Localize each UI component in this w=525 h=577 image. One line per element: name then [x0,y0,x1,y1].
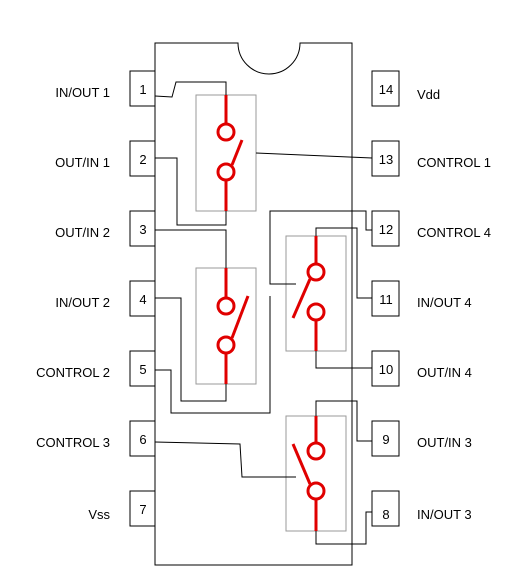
pin-box-6 [129,420,156,457]
pin-number: 14 [379,82,393,97]
wire-control1 [255,152,373,159]
pin-label: IN/OUT 4 [417,295,472,310]
wire-control4 [269,210,372,285]
wire-control3 [154,441,296,478]
left-pin-numbers: 1 2 3 4 5 6 7 [139,82,146,517]
wire-outin3 [315,400,372,442]
pin-box-10 [371,350,400,387]
pin-number: 3 [139,222,146,237]
pin-number: 2 [139,152,146,167]
switch-4-symbol [291,236,326,351]
wire-pin4 [155,297,227,402]
wire-pin3 [155,229,227,268]
pin-number: 8 [382,507,389,522]
wire-pin1 [154,81,227,98]
left-pin-boxes [129,70,156,527]
pin-box-7 [129,490,156,527]
pin-number: 10 [379,362,393,377]
pin-label: OUT/IN 4 [417,365,472,380]
pin-box-14 [371,70,400,107]
pin-number: 5 [139,362,146,377]
pin-number: 12 [379,222,393,237]
pin-label: OUT/IN 1 [55,155,110,170]
pin-label: CONTROL 1 [417,155,491,170]
right-pin-numbers: 14 13 12 11 10 9 8 [379,82,393,522]
pin-box-11 [371,280,400,317]
pin-number: 1 [139,82,146,97]
left-pin-labels: IN/OUT 1 OUT/IN 1 OUT/IN 2 IN/OUT 2 CONT… [36,85,110,522]
pin-number: 6 [139,432,146,447]
pin-box-13 [371,140,400,177]
pin-label: IN/OUT 3 [417,507,472,522]
pin-box-5 [129,350,156,387]
pin-label: OUT/IN 2 [55,225,110,240]
pin-number: 7 [139,502,146,517]
switches [216,95,326,531]
wire-outin4 [315,351,372,369]
wire-control2 [155,296,271,414]
switch-3-symbol [291,416,326,531]
pin-box-3 [129,210,156,247]
wire-pin2 [155,157,227,226]
internal-wiring [154,81,373,545]
pin-box-12 [371,210,400,247]
pin-label: OUT/IN 3 [417,435,472,450]
pin-label: CONTROL 3 [36,435,110,450]
pin-box-1 [129,70,156,107]
pin-label: IN/OUT 2 [55,295,110,310]
wire-inout4 [315,227,372,299]
pin-label: CONTROL 4 [417,225,491,240]
switch-1-symbol [216,95,244,211]
pin-label: IN/OUT 1 [55,85,110,100]
pin-box-9 [371,420,400,457]
wire-inout3 [315,511,372,545]
pin-number: 4 [139,292,146,307]
pin-number: 9 [382,432,389,447]
right-pin-labels: Vdd CONTROL 1 CONTROL 4 IN/OUT 4 OUT/IN … [417,87,491,522]
ic-body [154,42,353,566]
pin-label: CONTROL 2 [36,365,110,380]
pin-label: Vss [88,507,110,522]
pin-number: 13 [379,152,393,167]
pin-number: 11 [379,292,393,307]
right-pin-boxes [371,70,400,527]
pin-label: Vdd [417,87,440,102]
switch-2-symbol [216,268,250,384]
pin-box-8 [371,490,400,527]
pin-box-2 [129,140,156,177]
